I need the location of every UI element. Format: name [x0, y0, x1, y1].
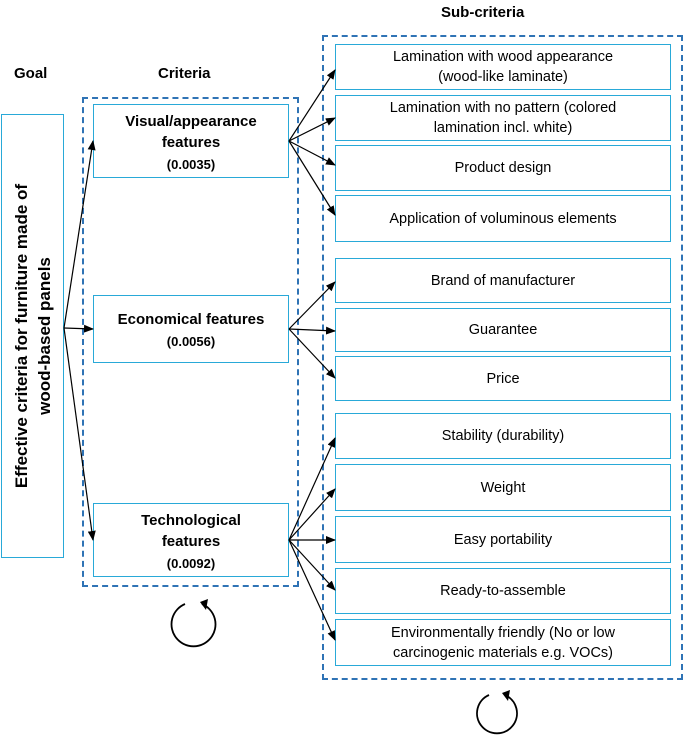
sub-criterion-line1: Application of voluminous elements — [389, 210, 617, 227]
arrow-visual-sub-2 — [288, 117, 336, 142]
goal-to-criteria-arrows — [63, 140, 96, 541]
arrow-goal-economical — [63, 324, 94, 333]
sub-criterion-weight: Weight — [335, 464, 671, 511]
sub-criterion-line1: Price — [486, 370, 520, 387]
arrow-goal-visual — [63, 140, 96, 329]
sub-criterion-product-design: Product design — [335, 145, 671, 191]
sub-criterion-colored-lamination: Lamination with no pattern (colored lami… — [335, 95, 671, 141]
sub-criterion-line2: (wood-like laminate) — [438, 69, 568, 85]
criteria-header: Criteria — [158, 65, 211, 82]
criterion-weight: (0.0035) — [166, 156, 216, 172]
criterion-title-line2: features — [161, 532, 221, 550]
arrow-economical-sub-2 — [288, 326, 336, 335]
criterion-weight: (0.0056) — [166, 334, 216, 349]
arrow-visual-sub-4 — [288, 140, 336, 216]
sub-criterion-line1: Guarantee — [468, 322, 538, 338]
technological-to-sub-arrows — [288, 437, 336, 641]
criteria-feedback-loop-icon — [170, 599, 217, 648]
economical-to-sub-arrows — [288, 281, 336, 379]
sub-criteria-header: Sub-criteria — [441, 4, 525, 21]
sub-criterion-line1: Ready-to-assemble — [440, 583, 566, 599]
criterion-title-line1: Visual/appearance — [125, 112, 257, 130]
criterion-title-line1: Economical features — [117, 311, 265, 328]
sub-criterion-line1: Brand of manufacturer — [430, 272, 576, 289]
sub-criterion-stability: Stability (durability) — [335, 413, 671, 459]
arrow-technological-sub-4 — [288, 539, 336, 591]
sub-criterion-brand: Brand of manufacturer — [335, 258, 671, 303]
sub-criterion-line1: Lamination with wood appearance — [392, 49, 614, 65]
sub-criterion-line1: Lamination with no pattern (colored — [389, 100, 617, 116]
criterion-title-line1: Technological — [141, 511, 241, 529]
criteria-group-frame — [82, 97, 299, 587]
visual-to-sub-arrows — [288, 69, 336, 216]
sub-criterion-line2: lamination incl. white) — [433, 120, 573, 136]
criterion-weight: (0.0092) — [166, 555, 216, 571]
sub-criterion-wood-laminate: Lamination with wood appearance (wood-li… — [335, 44, 671, 90]
sub-criteria-feedback-loop-icon — [476, 690, 518, 735]
sub-criterion-guarantee: Guarantee — [335, 308, 671, 352]
sub-criterion-line2: carcinogenic materials e.g. VOCs) — [393, 644, 613, 661]
sub-criterion-line1: Weight — [480, 479, 526, 496]
sub-criterion-price: Price — [335, 356, 671, 401]
sub-criterion-environmentally-friendly: Environmentally friendly (No or low carc… — [335, 619, 671, 666]
sub-criterion-line1: Easy portability — [453, 531, 553, 548]
arrow-visual-sub-1 — [288, 69, 336, 142]
criterion-technological: Technological features (0.0092) — [93, 503, 289, 577]
arrow-economical-sub-1 — [288, 281, 336, 330]
goal-box: Effective criteria for furniture made of… — [1, 114, 64, 558]
arrow-technological-sub-2 — [288, 488, 336, 541]
sub-criterion-voluminous-elements: Application of voluminous elements — [335, 195, 671, 242]
sub-criterion-line1: Environmentally friendly (No or low — [390, 624, 616, 641]
arrow-goal-technological — [63, 327, 96, 541]
goal-header: Goal — [14, 65, 48, 82]
sub-criteria-group-frame — [322, 35, 683, 680]
arrow-technological-sub-5 — [288, 539, 336, 641]
sub-criterion-ready-to-assemble: Ready-to-assemble — [335, 568, 671, 614]
criterion-visual-appearance: Visual/appearance features (0.0035) — [93, 104, 289, 178]
sub-criterion-easy-portability: Easy portability — [335, 516, 671, 563]
arrow-economical-sub-3 — [288, 328, 336, 379]
sub-criterion-line1: Product design — [454, 160, 552, 176]
arrow-technological-sub-1 — [288, 437, 336, 541]
sub-criterion-line1: Stability (durability) — [441, 428, 565, 444]
arrow-visual-sub-3 — [288, 140, 336, 166]
criterion-economical: Economical features (0.0056) — [93, 295, 289, 363]
criterion-title-line2: features — [161, 133, 221, 151]
